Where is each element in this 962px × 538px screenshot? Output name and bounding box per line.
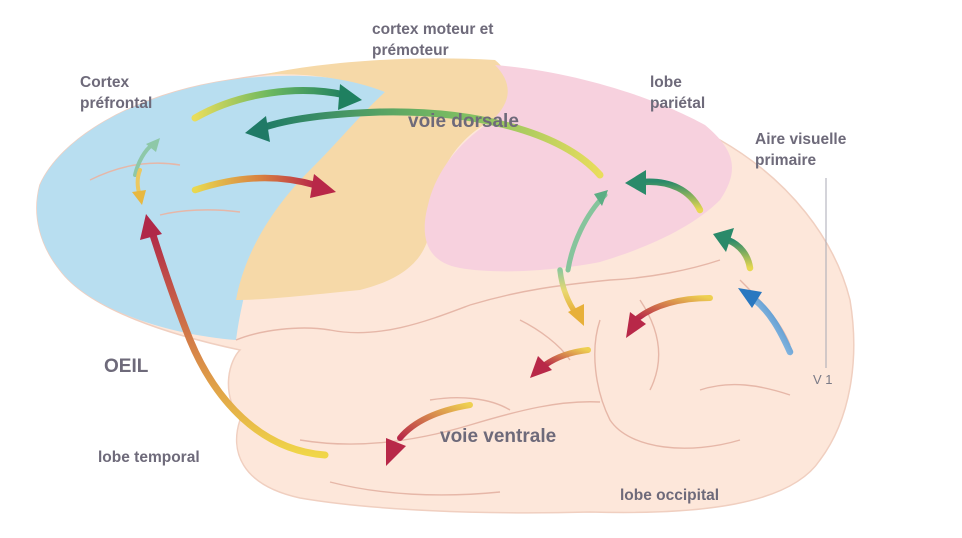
v1-label: V 1 <box>813 370 833 389</box>
occipital-lobe-label: lobe occipital <box>620 486 719 505</box>
temporal-lobe-label: lobe temporal <box>98 448 200 467</box>
prefrontal-label-line2: préfrontal <box>80 94 152 113</box>
parietal-label-line2: pariétal <box>650 94 705 113</box>
motor-cortex-label-line1: cortex moteur et <box>372 20 493 39</box>
primary-visual-label-line1: Aire visuelle <box>755 130 846 149</box>
eye-label: OEIL <box>104 357 148 376</box>
parietal-label-line1: lobe <box>650 73 682 92</box>
motor-cortex-label-line2: prémoteur <box>372 41 449 60</box>
primary-visual-label-line2: primaire <box>755 151 816 170</box>
prefrontal-label-line1: Cortex <box>80 73 129 92</box>
dorsal-pathway-label: voie dorsale <box>408 112 519 131</box>
ventral-pathway-label: voie ventrale <box>440 427 556 446</box>
